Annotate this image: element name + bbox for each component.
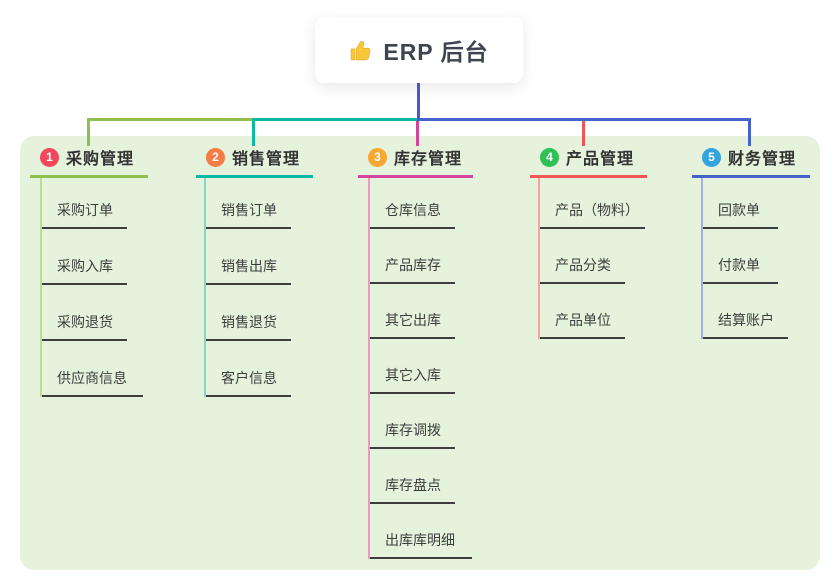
branch-purchase-children: 采购订单 采购入库 采购退货 供应商信息 — [40, 178, 152, 397]
branch-inventory-title: 库存管理 — [394, 151, 463, 168]
child-node-purchase-order[interactable]: 采购订单 — [42, 178, 127, 229]
child-node-sales-order[interactable]: 销售订单 — [206, 178, 291, 229]
child-node-product-category[interactable]: 产品分类 — [540, 229, 625, 284]
child-node-payment-doc[interactable]: 付款单 — [703, 229, 778, 284]
branch-inventory-number-badge: 3 — [368, 147, 387, 167]
branch-inventory-children: 仓库信息 产品库存 其它出库 其它入库 库存调拨 库存盘点 出库库明细 — [368, 178, 480, 559]
branch-sales-children: 销售订单 销售出库 销售退货 客户信息 — [204, 178, 301, 397]
branch-finance[interactable]: 5 财务管理 — [692, 145, 810, 178]
child-node-stock-count[interactable]: 库存盘点 — [370, 449, 455, 504]
child-node-sales-outbound[interactable]: 销售出库 — [206, 229, 291, 285]
connector-drop-purchase — [87, 121, 90, 146]
thumbs-up-icon — [351, 40, 371, 60]
child-node-product-unit[interactable]: 产品单位 — [540, 284, 625, 339]
connector-drop-inventory — [416, 121, 419, 146]
child-node-warehouse-info[interactable]: 仓库信息 — [370, 178, 455, 229]
child-node-product-material[interactable]: 产品（物料） — [540, 178, 645, 229]
child-node-customer-info[interactable]: 客户信息 — [206, 341, 291, 397]
branch-sales-number-badge: 2 — [206, 147, 225, 167]
child-node-product-stock[interactable]: 产品库存 — [370, 229, 455, 284]
child-node-other-inbound[interactable]: 其它入库 — [370, 339, 455, 394]
branch-purchase-title: 采购管理 — [66, 151, 135, 168]
child-node-supplier-info[interactable]: 供应商信息 — [42, 341, 143, 397]
child-node-receipt-doc[interactable]: 回款单 — [703, 178, 778, 229]
root-node-label: ERP 后台 — [383, 39, 489, 65]
branch-finance-children: 回款单 付款单 结算账户 — [701, 178, 798, 339]
connector-drop-sales — [252, 121, 255, 146]
connector-horizontal-finance — [417, 118, 751, 121]
child-node-outbound-detail[interactable]: 出库库明细 — [370, 504, 472, 559]
connector-drop-finance — [748, 121, 751, 146]
child-node-sales-return[interactable]: 销售退货 — [206, 285, 291, 341]
root-node[interactable]: ERP 后台 — [315, 17, 523, 83]
child-node-purchase-inbound[interactable]: 采购入库 — [42, 229, 127, 285]
branches-background-panel — [20, 136, 820, 570]
branch-product-number-badge: 4 — [540, 147, 559, 167]
branch-inventory[interactable]: 3 库存管理 — [358, 145, 473, 178]
branch-finance-title: 财务管理 — [728, 151, 797, 168]
child-node-purchase-return[interactable]: 采购退货 — [42, 285, 127, 341]
branch-product-title: 产品管理 — [566, 151, 635, 168]
branch-sales-title: 销售管理 — [232, 151, 301, 168]
connector-drop-product — [582, 121, 585, 146]
connector-horizontal-sales — [252, 118, 421, 121]
branch-purchase[interactable]: 1 采购管理 — [30, 145, 148, 178]
branch-product-children: 产品（物料） 产品分类 产品单位 — [538, 178, 655, 339]
child-node-settlement-account[interactable]: 结算账户 — [703, 284, 788, 339]
branch-purchase-number-badge: 1 — [40, 147, 59, 167]
branch-finance-number-badge: 5 — [702, 147, 721, 167]
branch-product[interactable]: 4 产品管理 — [530, 145, 647, 178]
branch-sales[interactable]: 2 销售管理 — [196, 145, 313, 178]
child-node-stock-transfer[interactable]: 库存调拨 — [370, 394, 455, 449]
child-node-other-outbound[interactable]: 其它出库 — [370, 284, 455, 339]
connector-root-trunk — [417, 83, 420, 121]
